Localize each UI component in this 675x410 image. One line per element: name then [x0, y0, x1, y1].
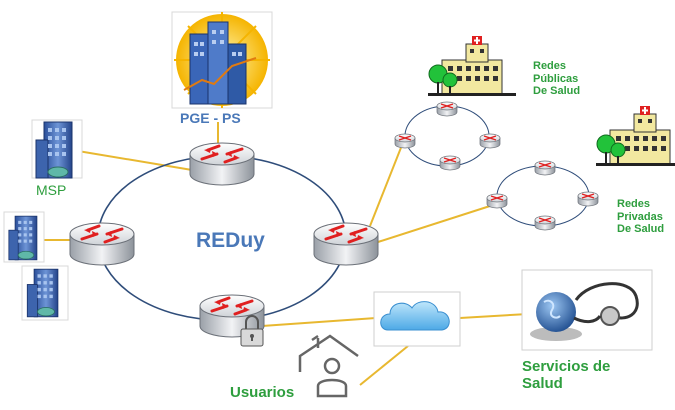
- private-health-line1: Redes: [617, 198, 651, 210]
- public-router-right: [479, 133, 501, 149]
- link-public-net: [369, 139, 405, 227]
- private-health-label: Redes Privadas De Salud: [617, 198, 664, 236]
- private-health-line3: De Salud: [617, 223, 665, 236]
- router-right: [312, 221, 380, 267]
- private-health-line2: Privadas: [617, 210, 663, 223]
- public-router-left: [394, 133, 416, 149]
- public-health-label: Redes Públicas De Salud: [533, 60, 580, 98]
- link-cloud: [261, 317, 377, 327]
- private-router-top: [534, 160, 556, 176]
- public-health-line1: Redes: [533, 60, 567, 72]
- health-services-label: Servicios de Salud: [522, 358, 610, 393]
- pge-building-icon: [171, 11, 273, 109]
- link-users: [359, 345, 409, 386]
- private-router-right: [577, 191, 599, 207]
- private-router-bottom: [534, 215, 556, 231]
- users-label: Usuarios: [230, 384, 295, 401]
- public-hospital-icon: [427, 35, 517, 97]
- link-services: [459, 313, 529, 319]
- health-services-line1: Servicios de: [522, 358, 611, 375]
- user-home-icon: [298, 334, 359, 398]
- public-router-top: [436, 101, 458, 117]
- public-health-line3: De Salud: [533, 85, 581, 98]
- pge-label: PGE - PS: [180, 110, 241, 126]
- router-left: [68, 221, 136, 267]
- left-building-icon-bottom: [21, 265, 69, 321]
- health-services-icon: [521, 269, 653, 351]
- private-hospital-icon: [595, 105, 675, 167]
- center-label: REDuy: [196, 229, 265, 252]
- private-router-left: [486, 193, 508, 209]
- left-building-icon-top: [3, 211, 45, 263]
- padlock-icon: [240, 315, 264, 347]
- public-health-line2: Públicas: [533, 72, 579, 85]
- health-services-line2: Salud: [522, 375, 563, 393]
- cloud-icon: [373, 291, 461, 347]
- msp-building-icon: [31, 119, 83, 179]
- link-lines: [44, 122, 529, 386]
- public-router-bottom: [439, 155, 461, 171]
- msp-label: MSP: [36, 182, 67, 198]
- link-private-net: [377, 205, 491, 243]
- router-top: [188, 141, 256, 187]
